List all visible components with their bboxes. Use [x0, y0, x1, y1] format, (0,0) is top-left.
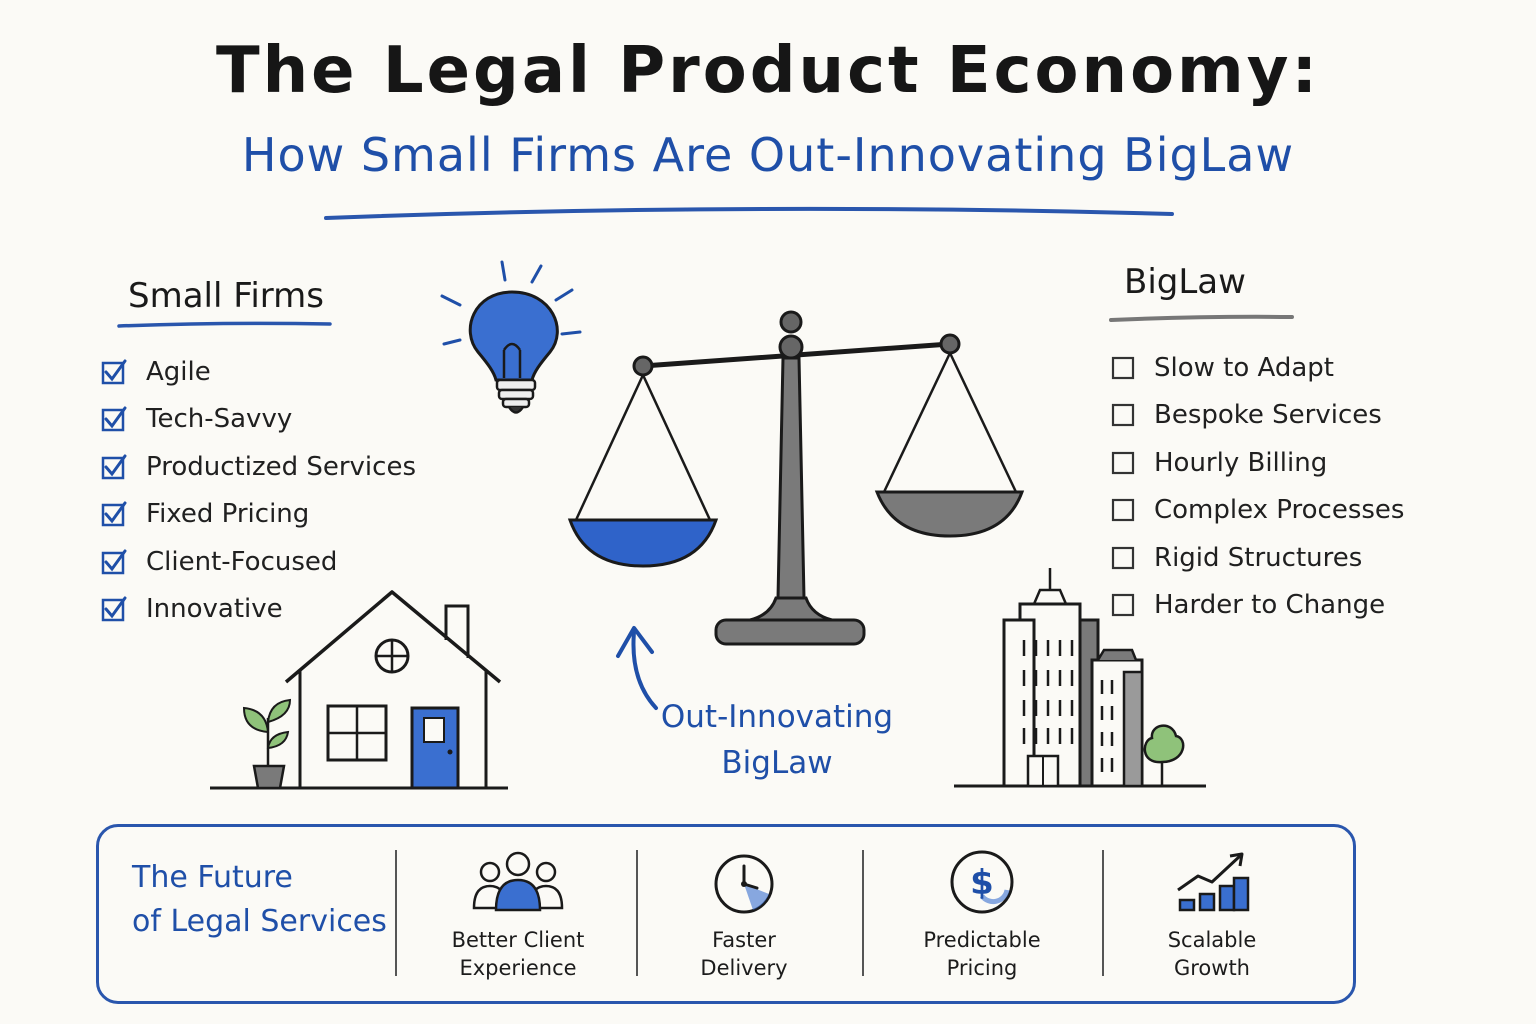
list-item: Innovative [100, 586, 416, 634]
panel-divider [862, 850, 864, 976]
biglaw-heading: BigLaw [1124, 262, 1246, 302]
list-item-label: Hourly Billing [1154, 447, 1328, 478]
list-item-label: Bespoke Services [1154, 400, 1382, 431]
feature-predictable-pricing: $ Predictable Pricing [882, 850, 1082, 982]
list-item: Bespoke Services [1110, 392, 1404, 440]
growth-chart-icon [1177, 852, 1250, 912]
feature-label: Scalable Growth [1112, 926, 1312, 982]
feature-label: Better Client Experience [418, 926, 618, 982]
small-firms-list: Agile Tech-Savvy Productized Services Fi… [100, 348, 416, 633]
svg-text:$: $ [970, 863, 994, 903]
list-item: Complex Processes [1110, 487, 1404, 535]
small-firms-underline [117, 321, 332, 328]
feature-label-line: Experience [459, 956, 577, 980]
list-item-label: Client-Focused [146, 546, 338, 577]
checked-box-icon [101, 406, 127, 432]
future-heading-line: The Future [132, 860, 293, 895]
feature-faster-delivery: Faster Delivery [644, 850, 844, 982]
house-icon [210, 590, 508, 790]
tree-icon [1143, 724, 1185, 786]
list-item-label: Slow to Adapt [1154, 352, 1334, 383]
curved-arrow-icon [616, 626, 658, 710]
illustration-scene [210, 260, 1206, 790]
annotation-line: BigLaw [721, 745, 833, 781]
feature-label-line: Better Client [451, 928, 585, 952]
clock-icon [714, 854, 774, 914]
scale-of-justice-icon [567, 310, 1025, 646]
checked-box-icon [101, 359, 127, 384]
list-item: Agile [100, 348, 416, 396]
lightbulb-icon [440, 260, 582, 414]
dollar-coin-icon: $ [950, 850, 1014, 914]
empty-box-icon [1111, 594, 1135, 617]
list-item: Tech-Savvy [100, 396, 416, 444]
page-subtitle: How Small Firms Are Out-Innovating BigLa… [241, 128, 1295, 182]
list-item-label: Complex Processes [1154, 495, 1405, 526]
future-heading-line: of Legal Services [132, 904, 387, 939]
feature-label: Predictable Pricing [882, 926, 1082, 982]
page-title: The Legal Product Economy: [215, 34, 1321, 108]
feature-better-client-experience: Better Client Experience [418, 850, 618, 982]
future-heading: The Future of Legal Services [132, 856, 387, 944]
small-firms-heading: Small Firms [128, 276, 324, 316]
list-item-label: Agile [146, 356, 211, 387]
checked-box-icon [101, 549, 127, 574]
panel-divider [1102, 850, 1104, 976]
list-item-label: Fixed Pricing [146, 499, 310, 530]
feature-label-line: Scalable [1167, 928, 1257, 952]
feature-label-line: Predictable [923, 928, 1041, 952]
empty-box-icon [1111, 546, 1135, 569]
panel-divider [395, 850, 397, 976]
office-building-icon [954, 568, 1206, 788]
list-item-label: Innovative [146, 594, 283, 625]
empty-box-icon [1111, 356, 1135, 379]
annotation-line: Out-Innovating [660, 699, 894, 735]
feature-label-line: Pricing [946, 956, 1018, 980]
biglaw-list: Slow to Adapt Bespoke Services Hourly Bi… [1110, 344, 1404, 629]
feature-label-line: Delivery [700, 956, 788, 980]
people-icon [472, 851, 564, 912]
feature-label: Faster Delivery [644, 926, 844, 982]
biglaw-underline [1109, 314, 1294, 322]
list-item: Harder to Change [1110, 582, 1404, 630]
checked-box-icon [101, 501, 127, 527]
empty-box-icon [1111, 499, 1135, 522]
title-underline [324, 206, 1174, 220]
list-item: Fixed Pricing [100, 491, 416, 539]
list-item: Productized Services [100, 443, 416, 491]
list-item-label: Harder to Change [1154, 590, 1386, 621]
feature-label-line: Growth [1173, 956, 1250, 980]
checked-box-icon [101, 596, 127, 622]
out-innovating-annotation: Out-Innovating BigLaw [652, 694, 902, 786]
plant-icon [242, 698, 292, 790]
list-item: Hourly Billing [1110, 439, 1404, 487]
list-item-label: Rigid Structures [1154, 542, 1363, 573]
empty-box-icon [1111, 404, 1135, 427]
list-item: Client-Focused [100, 538, 416, 586]
list-item-label: Tech-Savvy [146, 404, 293, 435]
empty-box-icon [1111, 451, 1135, 474]
list-item-label: Productized Services [146, 451, 416, 482]
panel-divider [636, 850, 638, 976]
feature-label-line: Faster [712, 928, 776, 952]
future-panel [96, 824, 1356, 1004]
list-item: Slow to Adapt [1110, 344, 1404, 392]
list-item: Rigid Structures [1110, 534, 1404, 582]
checked-box-icon [101, 454, 127, 479]
feature-scalable-growth: Scalable Growth [1112, 850, 1312, 982]
